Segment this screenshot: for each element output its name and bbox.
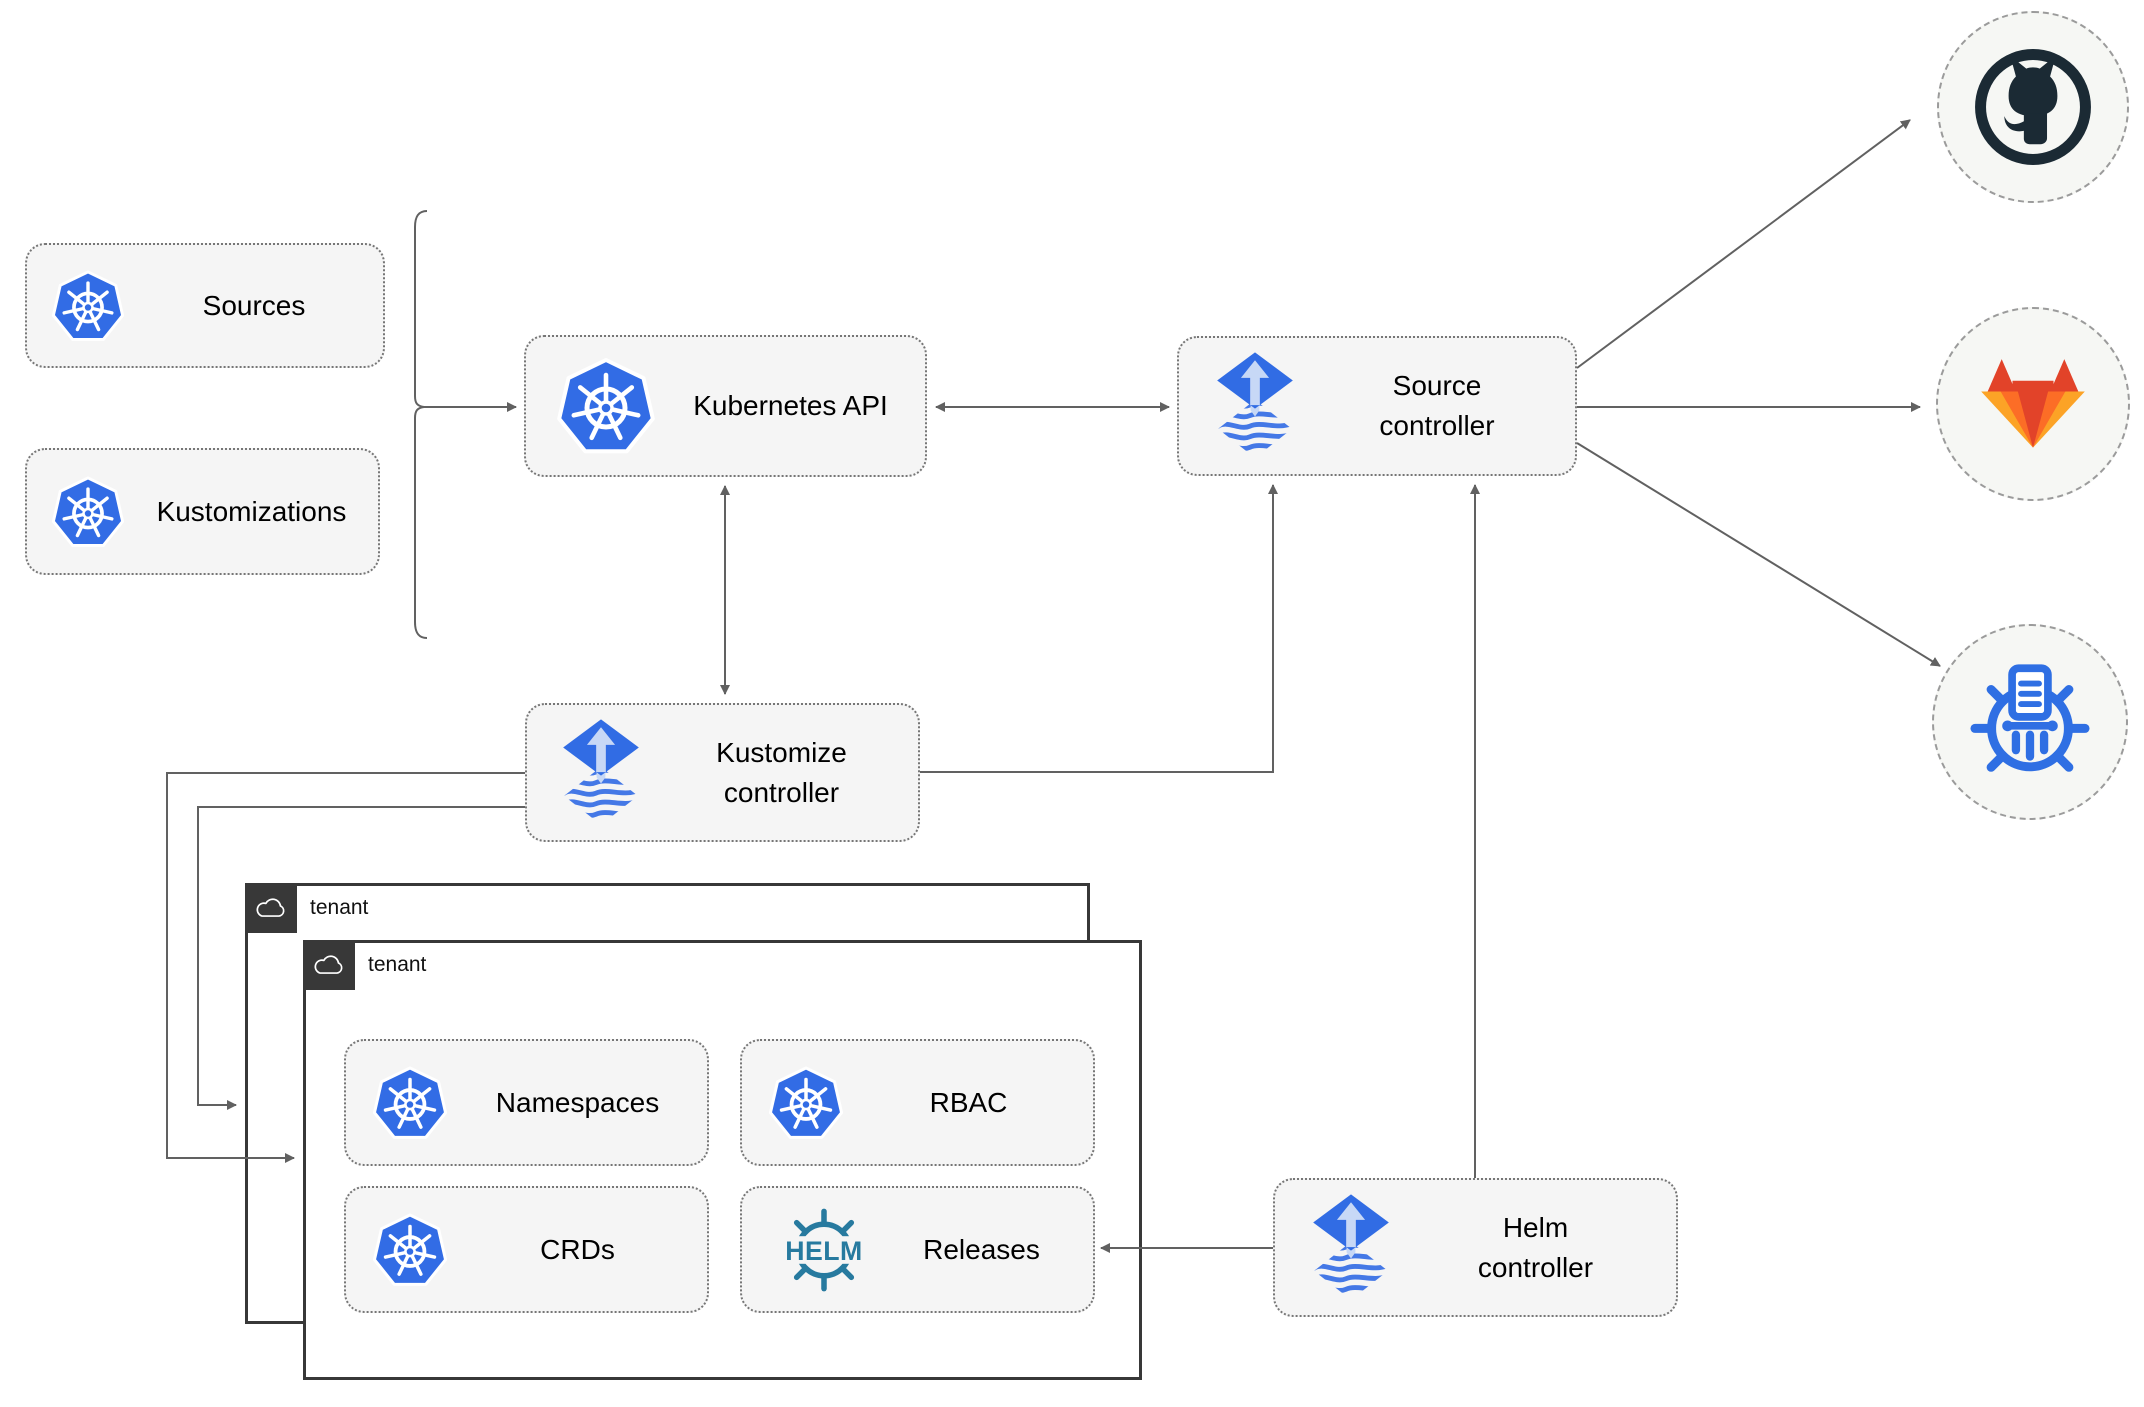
releases-node: HELM Releases xyxy=(740,1186,1095,1313)
helm-icon: HELM xyxy=(778,1204,870,1296)
kustomize-controller-node: Kustomize controller xyxy=(525,703,920,842)
rbac-node: RBAC xyxy=(740,1039,1095,1166)
kubernetes-icon xyxy=(768,1065,844,1141)
kustomizations-label: Kustomizations xyxy=(156,495,347,527)
tenant-inner-box: tenant Namespaces RBAC CRDs xyxy=(303,940,1142,1380)
helm-controller-label: Helm controller xyxy=(1477,1211,1594,1283)
cloud-icon xyxy=(303,940,355,990)
edge-source-to-chart-repository xyxy=(1576,442,1941,667)
helm-wordmark: HELM xyxy=(785,1236,862,1266)
sources-label: Sources xyxy=(202,289,306,321)
chart-repository-endpoint xyxy=(1932,624,2128,820)
kustomizations-node: Kustomizations xyxy=(25,448,380,575)
crds-node: CRDs xyxy=(344,1186,709,1313)
kustomize-controller-label: Kustomize controller xyxy=(716,736,847,808)
source-controller-node: Source controller xyxy=(1177,336,1577,476)
kubernetes-icon xyxy=(556,356,656,456)
kubernetes-icon xyxy=(372,1065,448,1141)
flux-icon xyxy=(557,717,645,829)
kubernetes-icon xyxy=(51,475,125,549)
edge-kustomize-to-source xyxy=(920,484,1278,773)
github-icon xyxy=(1972,46,2094,168)
kubernetes-icon xyxy=(51,269,125,343)
crds-label: CRDs xyxy=(540,1233,615,1265)
cloud-icon xyxy=(245,883,297,933)
namespaces-label: Namespaces xyxy=(495,1086,660,1118)
rbac-label: RBAC xyxy=(929,1086,1008,1118)
source-controller-label: Source controller xyxy=(1379,370,1495,441)
gitlab-endpoint xyxy=(1936,307,2130,501)
flux-icon xyxy=(1307,1192,1395,1304)
kubernetes-api-label: Kubernetes API xyxy=(693,390,888,422)
kubernetes-icon xyxy=(372,1212,448,1288)
tenant-outer-header: tenant xyxy=(245,883,368,933)
edge-bracket xyxy=(414,210,428,639)
edge-source-to-github xyxy=(1576,119,1911,369)
tenant-inner-label: tenant xyxy=(368,953,427,976)
releases-label: Releases xyxy=(923,1233,1040,1265)
sources-node: Sources xyxy=(25,243,385,368)
flux-icon xyxy=(1211,350,1299,462)
tenant-inner-header: tenant xyxy=(303,940,426,990)
github-endpoint xyxy=(1937,11,2129,203)
helm-controller-node: Helm controller xyxy=(1273,1178,1678,1317)
namespaces-node: Namespaces xyxy=(344,1039,709,1166)
gitlab-icon xyxy=(1979,357,2087,452)
tenant-outer-label: tenant xyxy=(310,896,369,919)
kubernetes-api-node: Kubernetes API xyxy=(524,335,927,477)
chart-repository-icon xyxy=(1966,658,2094,786)
